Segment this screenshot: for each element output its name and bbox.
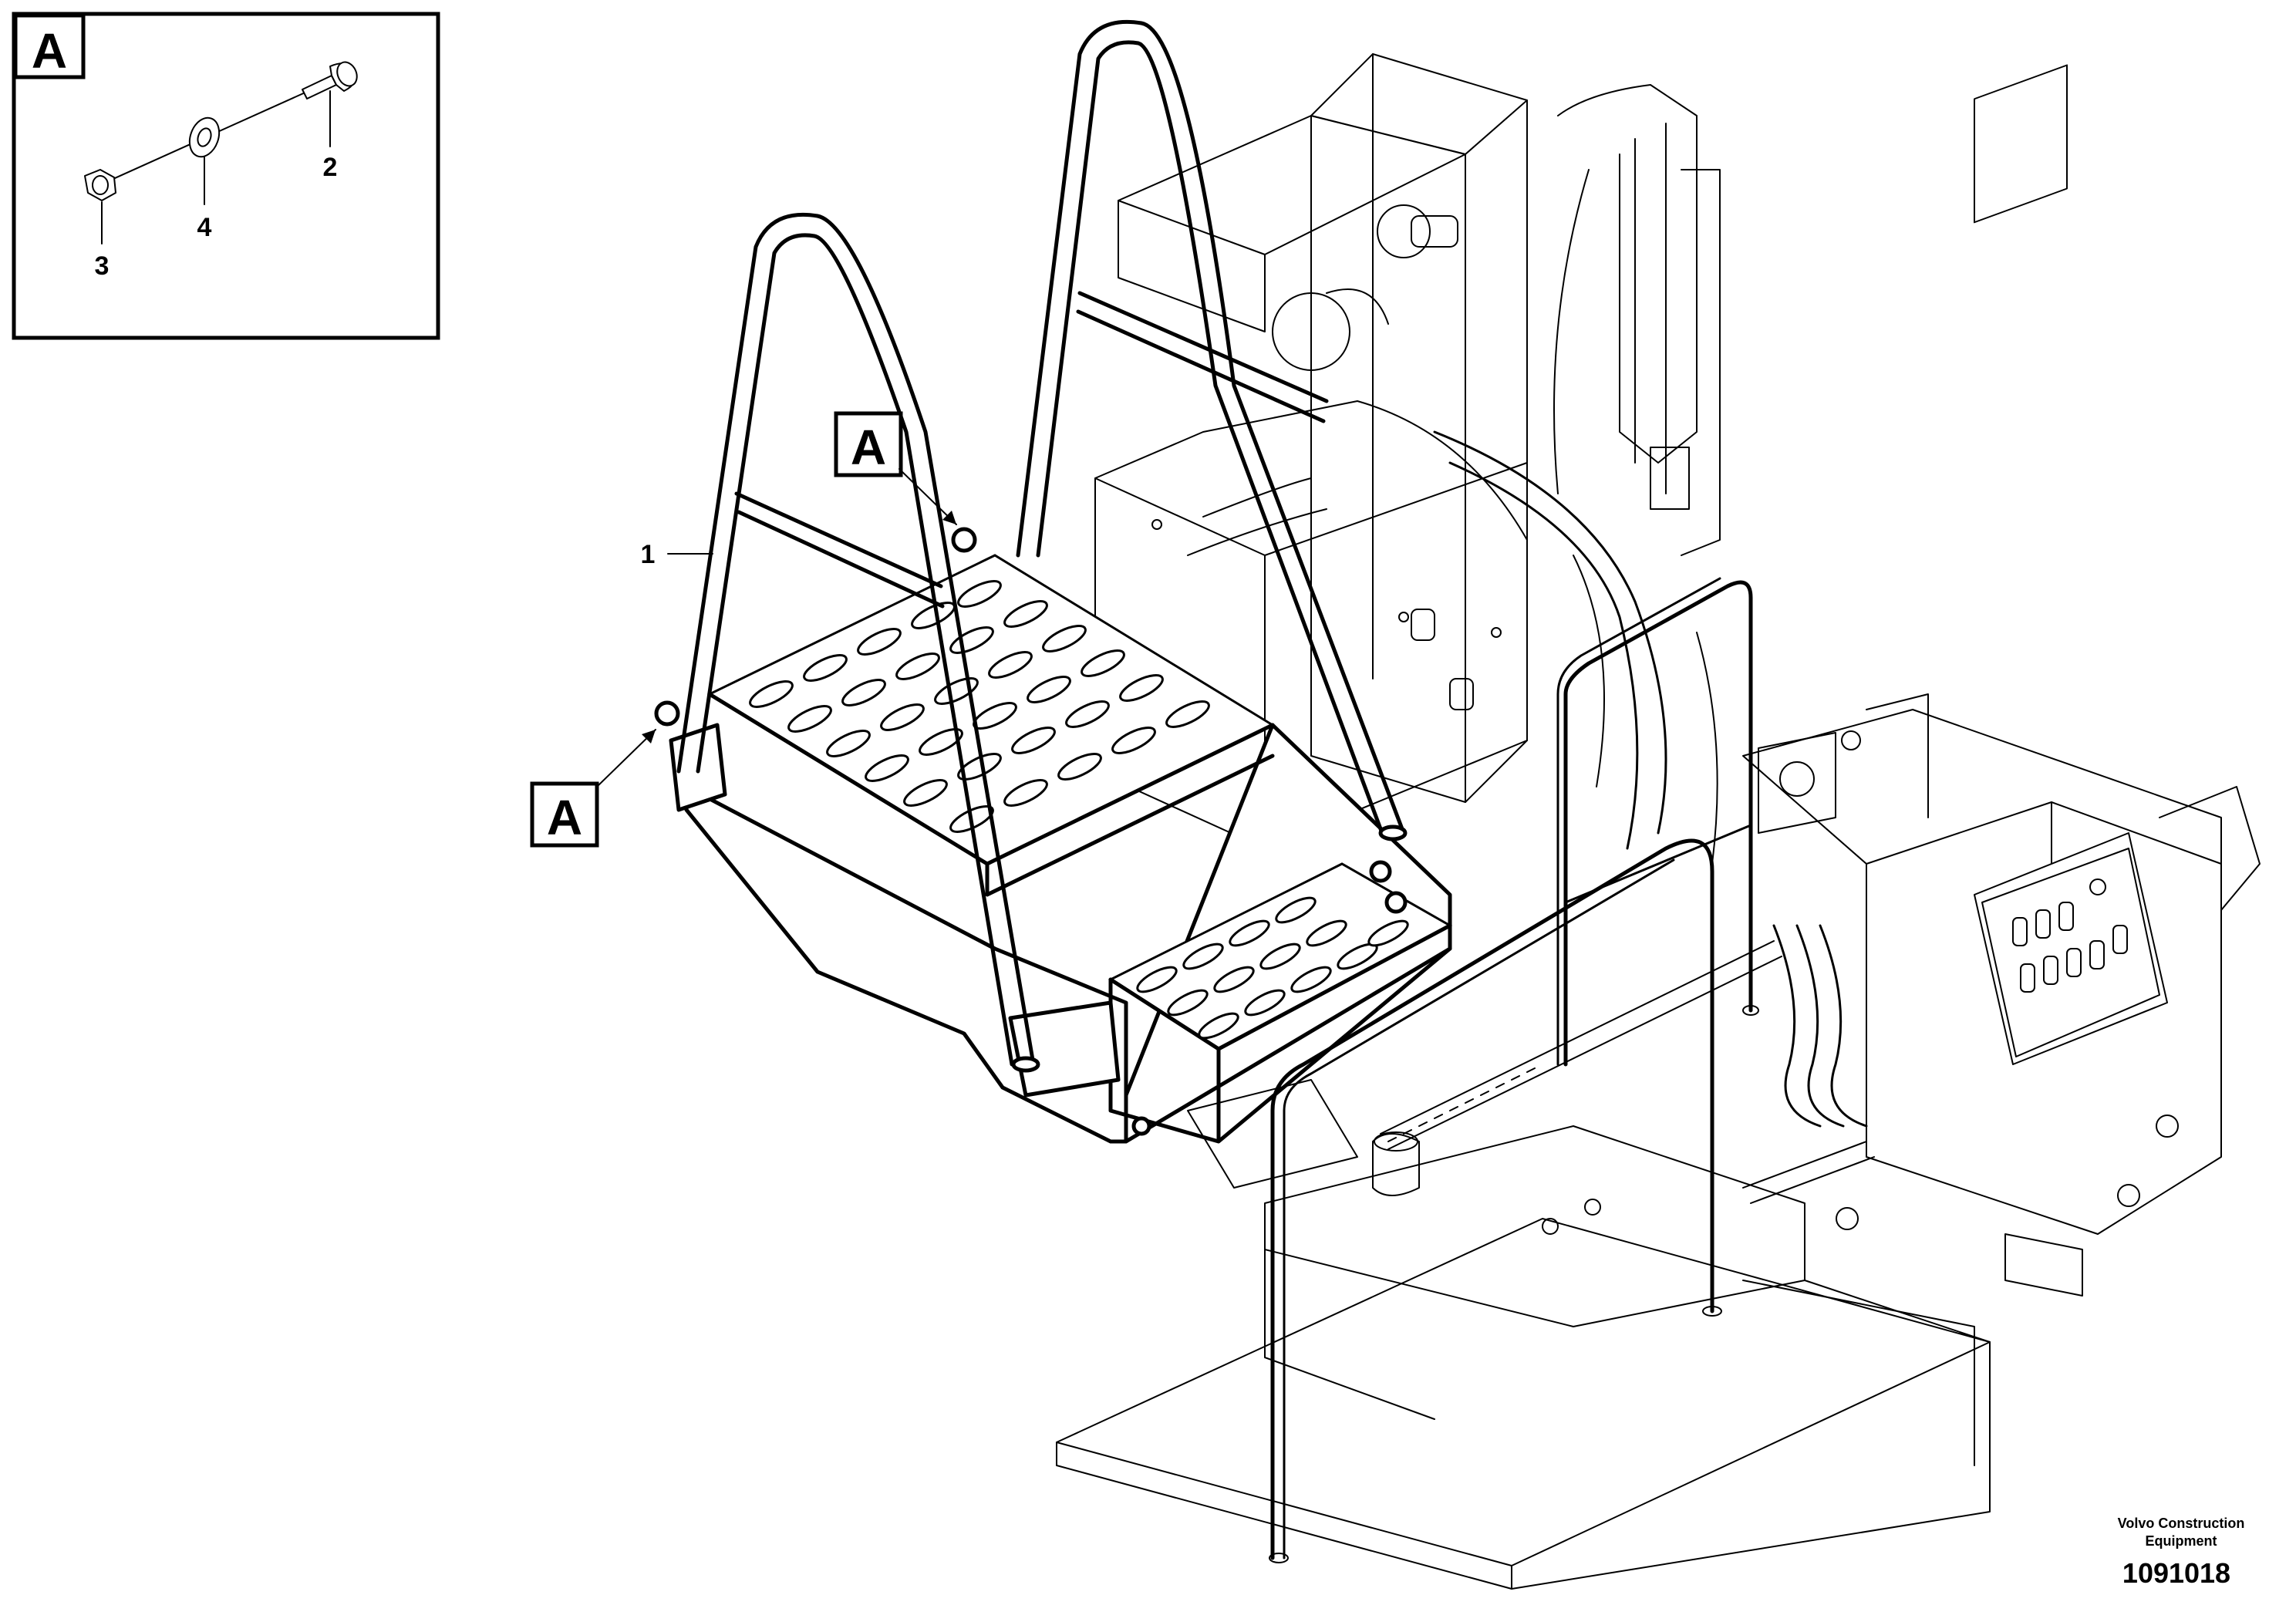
callout-1-group: 1 xyxy=(641,540,713,569)
right-machine-block xyxy=(1742,709,2222,1235)
svg-text:A: A xyxy=(851,420,886,475)
hydraulic-cylinder xyxy=(1557,84,1698,464)
chain-strip xyxy=(1380,940,1782,1150)
right-guard-rail xyxy=(1563,580,1753,1067)
detail-view-a: A 2 4 3 xyxy=(12,12,440,340)
callout-4: 4 xyxy=(197,213,212,242)
handrail-right xyxy=(1016,19,1406,835)
handrail-left xyxy=(676,212,1036,1067)
company-line2: Equipment xyxy=(2146,1533,2217,1549)
figure-number: 1091018 xyxy=(2122,1557,2230,1589)
top-step-grating xyxy=(749,580,1210,833)
view-tag-top: A xyxy=(834,411,957,525)
company-line1: Volvo Construction xyxy=(2118,1516,2245,1531)
washer-part xyxy=(188,116,221,158)
detail-tag: A xyxy=(32,23,67,79)
view-tag-bottom: A xyxy=(530,729,656,848)
curved-housing xyxy=(1094,400,1528,849)
callout-3: 3 xyxy=(95,251,110,281)
bolt-part xyxy=(302,61,358,99)
detail-tag-box xyxy=(13,13,86,79)
callout-2: 2 xyxy=(323,153,338,182)
crossbar-right xyxy=(1076,291,1329,423)
crossbar-left xyxy=(734,491,945,609)
bottom-step-grating xyxy=(1136,896,1409,1040)
hoses xyxy=(1433,430,1667,835)
callout-1: 1 xyxy=(641,540,656,569)
platform-assembly xyxy=(654,19,1453,1144)
footer: Volvo Construction Equipment 1091018 xyxy=(2118,1516,2245,1589)
frame-column xyxy=(1310,53,1528,803)
machine-background xyxy=(1056,53,2261,1590)
svg-text:A: A xyxy=(547,790,582,845)
lower-deck xyxy=(1056,1218,1991,1590)
nut-part xyxy=(84,169,116,201)
control-panel xyxy=(1974,832,2168,1065)
